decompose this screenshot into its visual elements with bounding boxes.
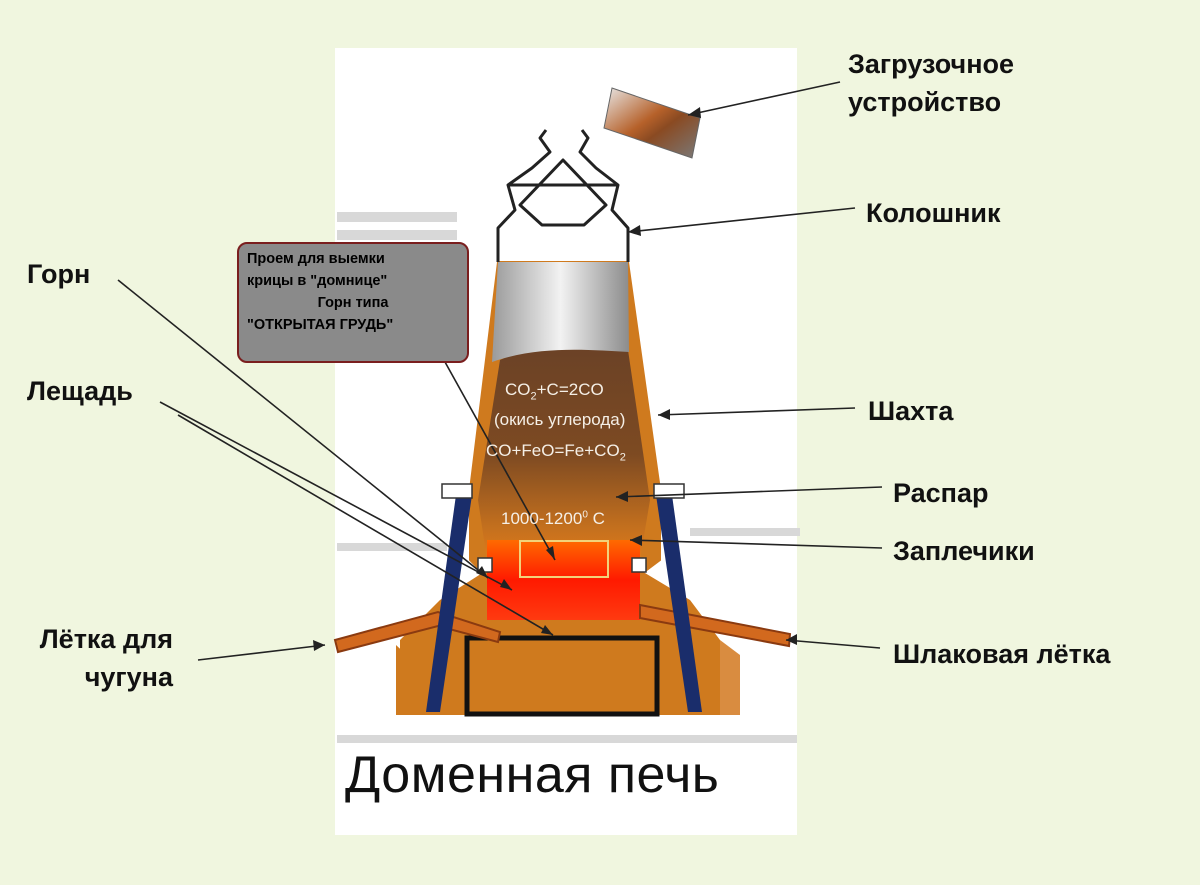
furnace-inner-shaft xyxy=(478,348,650,560)
support-columns xyxy=(426,483,702,712)
hearth-left-foot xyxy=(396,645,412,715)
furnace-top xyxy=(496,129,630,262)
callout-line-1: Проем для выемки xyxy=(247,251,385,267)
label-loader: Загрузочное устройство xyxy=(848,45,1014,121)
callout-line-2: крицы в "домнице" xyxy=(247,273,388,289)
iron-trough xyxy=(333,610,502,654)
tap-opening-frame xyxy=(519,540,609,578)
diagram-title: Доменная печь xyxy=(345,746,720,804)
label-loader-line-1: Загрузочное xyxy=(848,49,1015,79)
label-bosh: Заплечики xyxy=(893,536,1035,566)
label-hearth: Горн xyxy=(27,259,91,289)
label-shaft: Шахта xyxy=(868,396,954,426)
background-bars xyxy=(337,212,800,743)
reaction-1: CO2+C=2CO xyxy=(505,380,604,403)
loader-device xyxy=(603,87,701,159)
label-iron-notch: Лётка для чугуна xyxy=(27,620,173,696)
label-iron-notch-line-1: Лётка для xyxy=(39,624,173,654)
label-slag-notch: Шлаковая лётка xyxy=(893,639,1111,669)
temperature-label: 1000-12000 C xyxy=(501,509,605,528)
label-throat: Колошник xyxy=(866,198,1001,228)
molten-zone xyxy=(487,540,640,620)
label-loader-line-2: устройство xyxy=(848,87,1002,117)
callout-box: Проем для выемки крицы в "домнице" Горн … xyxy=(237,242,469,363)
reaction-2: (окись углерода) xyxy=(494,410,626,429)
pointer-lines xyxy=(117,81,883,661)
furnace-throat-band xyxy=(492,262,629,362)
hearth-bottom-block xyxy=(464,635,660,717)
label-belly: Распар xyxy=(893,478,989,508)
reaction-3: CO+FeO=Fe+CO2 xyxy=(486,441,626,464)
callout-line-3: Горн типа xyxy=(317,295,389,311)
label-bottom: Лещадь xyxy=(27,376,133,406)
callout-line-4: "ОТКРЫТАЯ ГРУДЬ" xyxy=(247,317,394,333)
hearth-right-foot xyxy=(720,640,740,715)
pointer-arrowheads xyxy=(313,107,797,651)
label-iron-notch-line-2: чугуна xyxy=(84,662,173,692)
